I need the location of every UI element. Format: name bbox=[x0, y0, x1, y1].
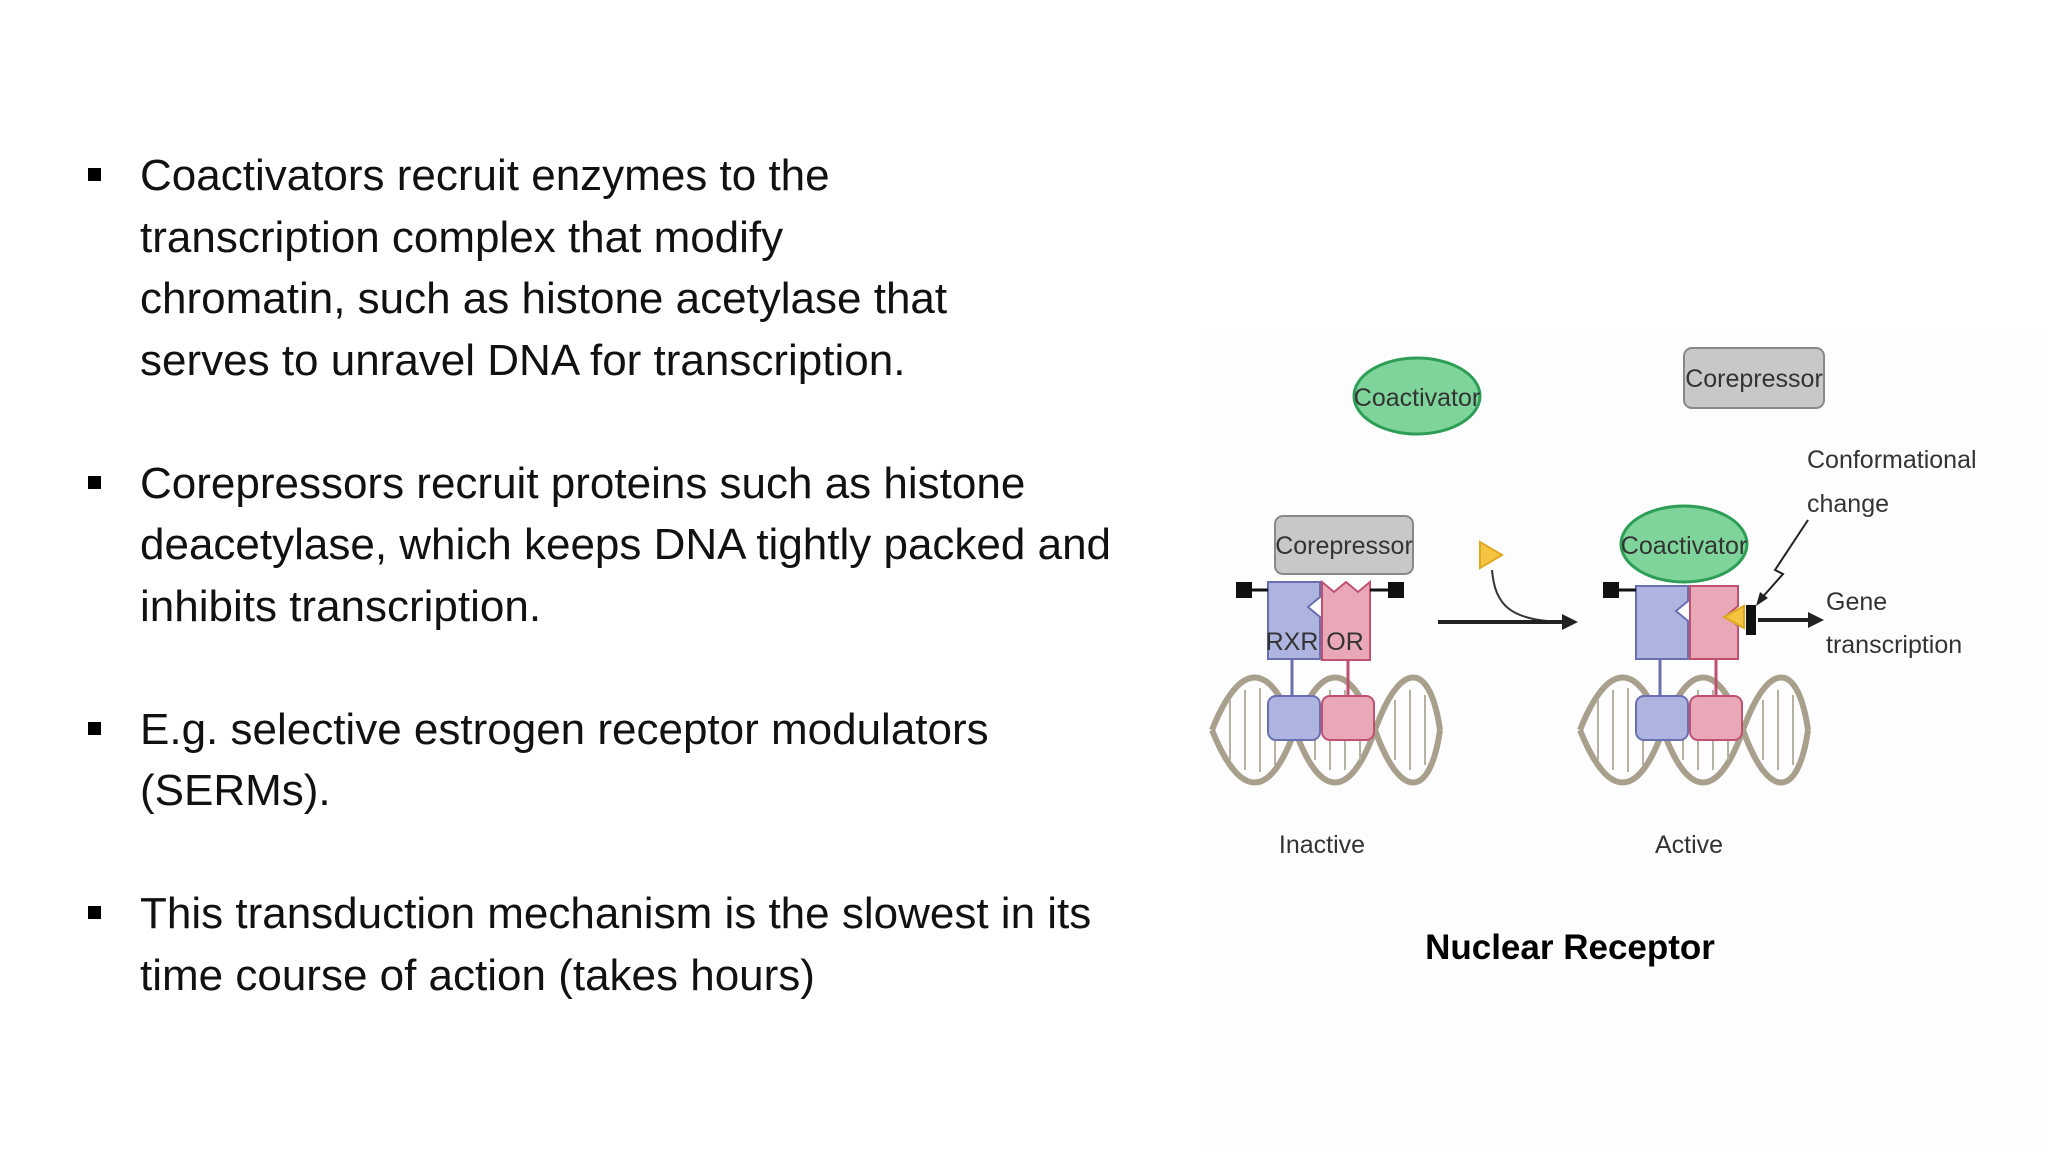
dna-helix-active bbox=[1577, 674, 1811, 786]
conformational-label-2: change bbox=[1807, 490, 1889, 518]
coactivator-label: Coactivator bbox=[1354, 384, 1480, 412]
bullet-item: Coactivators recruit enzymes to the tran… bbox=[85, 145, 970, 391]
ligand-icon bbox=[1479, 540, 1504, 570]
conformational-label-1: Conformational bbox=[1807, 446, 1977, 474]
nuclear-receptor-figure: Corepressor RXR OR Coactivator Corepress… bbox=[1200, 330, 2048, 1152]
nuclear-receptor-diagram: Corepressor RXR OR Coactivator Corepress… bbox=[1209, 347, 1977, 859]
or-label: OR bbox=[1326, 628, 1364, 656]
bullet-item: Corepressors recruit proteins such as hi… bbox=[85, 453, 1150, 638]
free-coactivator: Coactivator bbox=[1352, 356, 1482, 436]
gene-label-2: transcription bbox=[1826, 631, 1962, 659]
coactivator-label-2: Coactivator bbox=[1621, 532, 1747, 560]
bullet-square-icon bbox=[88, 475, 101, 489]
corepressor-label-2: Corepressor bbox=[1685, 365, 1823, 393]
arrow-right-icon-2 bbox=[1808, 612, 1824, 628]
bullet-square-icon bbox=[88, 906, 101, 919]
bullet-square-icon bbox=[88, 721, 101, 735]
rxr-label: RXR bbox=[1266, 628, 1319, 656]
active-complex: Coactivator bbox=[1603, 504, 1756, 741]
bullet-text: Coactivators recruit enzymes to the tran… bbox=[140, 151, 948, 385]
inactive-complex: Corepressor RXR OR bbox=[1236, 515, 1414, 741]
figure-caption: Nuclear Receptor bbox=[1425, 928, 1715, 967]
bound-ligand-icon bbox=[1721, 604, 1745, 630]
free-corepressor: Corepressor bbox=[1683, 347, 1825, 409]
gene-label-1: Gene bbox=[1826, 588, 1887, 616]
bullet-list: Coactivators recruit enzymes to the tran… bbox=[85, 145, 1111, 1068]
bullet-text: E.g. selective estrogen receptor modulat… bbox=[140, 704, 989, 816]
corepressor-label: Corepressor bbox=[1275, 532, 1413, 560]
arrow-right-icon bbox=[1562, 614, 1578, 630]
inactive-label: Inactive bbox=[1279, 831, 1365, 859]
bullet-text: This transduction mechanism is the slowe… bbox=[140, 889, 1092, 1000]
bullet-text: Corepressors recruit proteins such as hi… bbox=[140, 458, 1112, 631]
active-label: Active bbox=[1655, 831, 1723, 859]
bullet-item: E.g. selective estrogen receptor modulat… bbox=[85, 699, 1140, 822]
bullet-item: This transduction mechanism is the slowe… bbox=[85, 883, 1140, 1006]
bullet-square-icon bbox=[88, 168, 101, 181]
